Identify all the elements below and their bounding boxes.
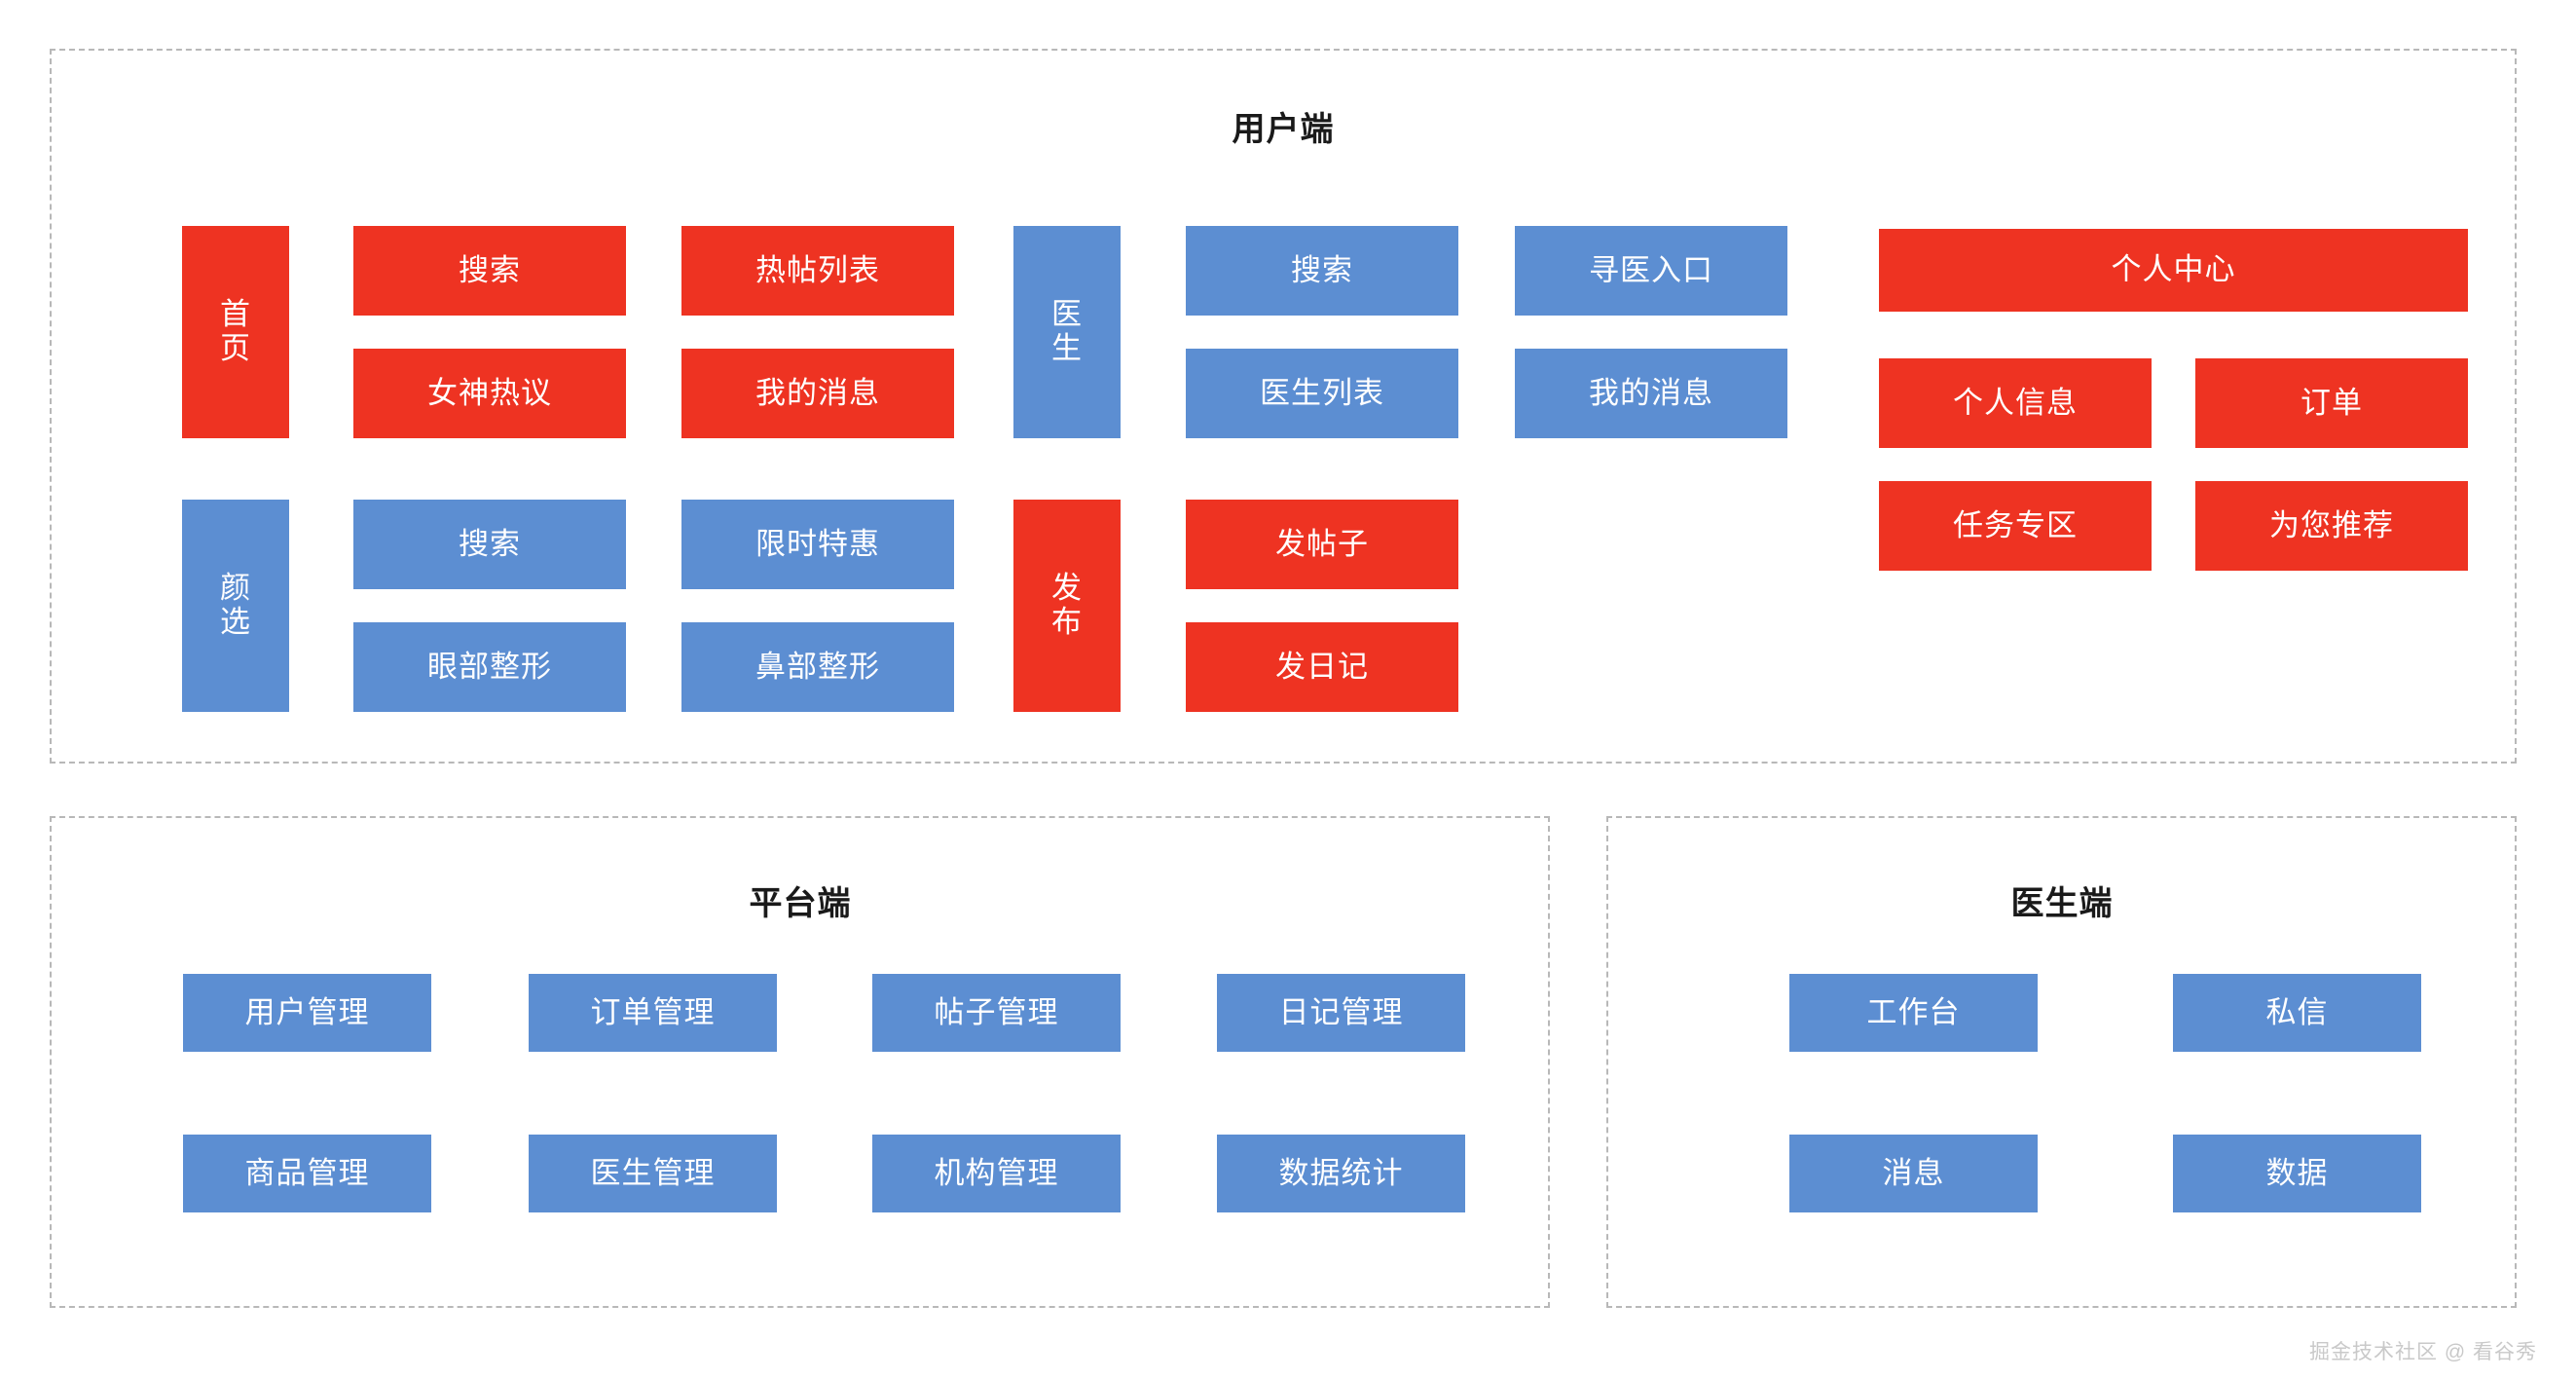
- node-e695b0e68daee7bb9fe8aea1[interactable]: 数据统计: [1217, 1135, 1465, 1212]
- section-platform_end: [50, 816, 1550, 1308]
- node-e8aea2e58d95[interactable]: 订单: [2195, 358, 2468, 448]
- group-publish[interactable]: 发 布: [1013, 500, 1121, 712]
- section-user_end: [50, 49, 2517, 764]
- node-e99990e697b6e789b9e683a0[interactable]: 限时特惠: [681, 500, 954, 589]
- node-e69cbae69e84e7aea1e79086[interactable]: 机构管理: [872, 1135, 1121, 1212]
- group-home[interactable]: 首 页: [182, 226, 289, 438]
- node-e68891e79a84e6b688e681af[interactable]: 我的消息: [681, 349, 954, 438]
- group-doctor[interactable]: 医 生: [1013, 226, 1121, 438]
- node-e5afbbe58cbbe585a5e58fa3[interactable]: 寻医入口: [1515, 226, 1787, 316]
- group-profile[interactable]: 个人中心: [1879, 229, 2468, 312]
- node-e4b8bae682a8e68ea8e88d90[interactable]: 为您推荐: [2195, 481, 2468, 571]
- node-e4b8aae4babae4bfa1e681af[interactable]: 个人信息: [1879, 358, 2152, 448]
- node-e58f91e697a5e8aeb0[interactable]: 发日记: [1186, 622, 1458, 712]
- node-e794a8e688b7e7aea1e79086[interactable]: 用户管理: [183, 974, 431, 1052]
- group-beauty[interactable]: 颜 选: [182, 500, 289, 712]
- section-title-user_end: 用户端: [1232, 111, 1335, 148]
- node-e5a5b3e7a59ee783ade8aeae[interactable]: 女神热议: [353, 349, 626, 438]
- node-e695b0e68dae[interactable]: 数据: [2173, 1135, 2421, 1212]
- node-e58cbbe7949fe7aea1e79086[interactable]: 医生管理: [529, 1135, 777, 1212]
- node-e68891e79a84e6b688e681af[interactable]: 我的消息: [1515, 349, 1787, 438]
- section-title-doctor_end: 医生端: [2010, 885, 2114, 922]
- node-e9bcbbe983a8e695b4e5bda2[interactable]: 鼻部整形: [681, 622, 954, 712]
- section-title-platform_end: 平台端: [749, 885, 852, 922]
- node-e6909ce7b4a2[interactable]: 搜索: [353, 500, 626, 589]
- node-e59586e59381e7aea1e79086[interactable]: 商品管理: [183, 1135, 431, 1212]
- node-e58f91e5b896e5ad90[interactable]: 发帖子: [1186, 500, 1458, 589]
- watermark: 掘金技术社区 @ 看谷秀: [2309, 1341, 2537, 1363]
- node-e6909ce7b4a2[interactable]: 搜索: [353, 226, 626, 316]
- node-e697a5e8aeb0e7aea1e79086[interactable]: 日记管理: [1217, 974, 1465, 1052]
- node-e79cbce983a8e695b4e5bda2[interactable]: 眼部整形: [353, 622, 626, 712]
- node-e6909ce7b4a2[interactable]: 搜索: [1186, 226, 1458, 316]
- node-e7a781e4bfa1[interactable]: 私信: [2173, 974, 2421, 1052]
- node-e6b688e681af[interactable]: 消息: [1789, 1135, 2038, 1212]
- node-e783ade5b896e58897e8a1a8[interactable]: 热帖列表: [681, 226, 954, 316]
- section-doctor_end: [1606, 816, 2517, 1308]
- node-e4bbbbe58aa1e4b893e58cba[interactable]: 任务专区: [1879, 481, 2152, 571]
- node-e58cbbe7949fe58897e8a1a8[interactable]: 医生列表: [1186, 349, 1458, 438]
- node-e5b896e5ad90e7aea1e79086[interactable]: 帖子管理: [872, 974, 1121, 1052]
- node-e8aea2e58d95e7aea1e79086[interactable]: 订单管理: [529, 974, 777, 1052]
- node-e5b7a5e4bd9ce58fb0[interactable]: 工作台: [1789, 974, 2038, 1052]
